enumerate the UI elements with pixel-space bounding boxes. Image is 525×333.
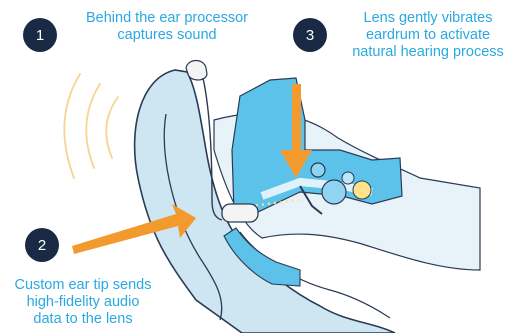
step-2-line-2: high-fidelity audio [0, 294, 166, 311]
step-2-badge: 2 [25, 228, 59, 262]
step-2-line-3: data to the lens [0, 311, 166, 328]
ear-tip-icon [222, 204, 258, 222]
step-1-line-1: Behind the ear processor [62, 10, 272, 27]
step-2-number: 2 [38, 237, 46, 254]
step-1-label: Behind the ear processor captures sound [62, 10, 272, 44]
step-1-line-2: captures sound [62, 27, 272, 44]
step-3-label: Lens gently vibrates eardrum to activate… [335, 10, 521, 61]
step-1-number: 1 [36, 27, 44, 44]
ear-illustration [135, 70, 480, 333]
step-2-label: Custom ear tip sends high-fidelity audio… [0, 277, 166, 328]
step-3-line-1: Lens gently vibrates [335, 10, 521, 27]
step-3-badge: 3 [293, 18, 327, 52]
step-2-line-1: Custom ear tip sends [0, 277, 166, 294]
step-3-line-3: natural hearing process [335, 44, 521, 61]
step-3-line-2: eardrum to activate [335, 27, 521, 44]
sound-wave-icon [64, 74, 118, 178]
step-1-badge: 1 [23, 18, 57, 52]
step-3-number: 3 [306, 27, 314, 44]
